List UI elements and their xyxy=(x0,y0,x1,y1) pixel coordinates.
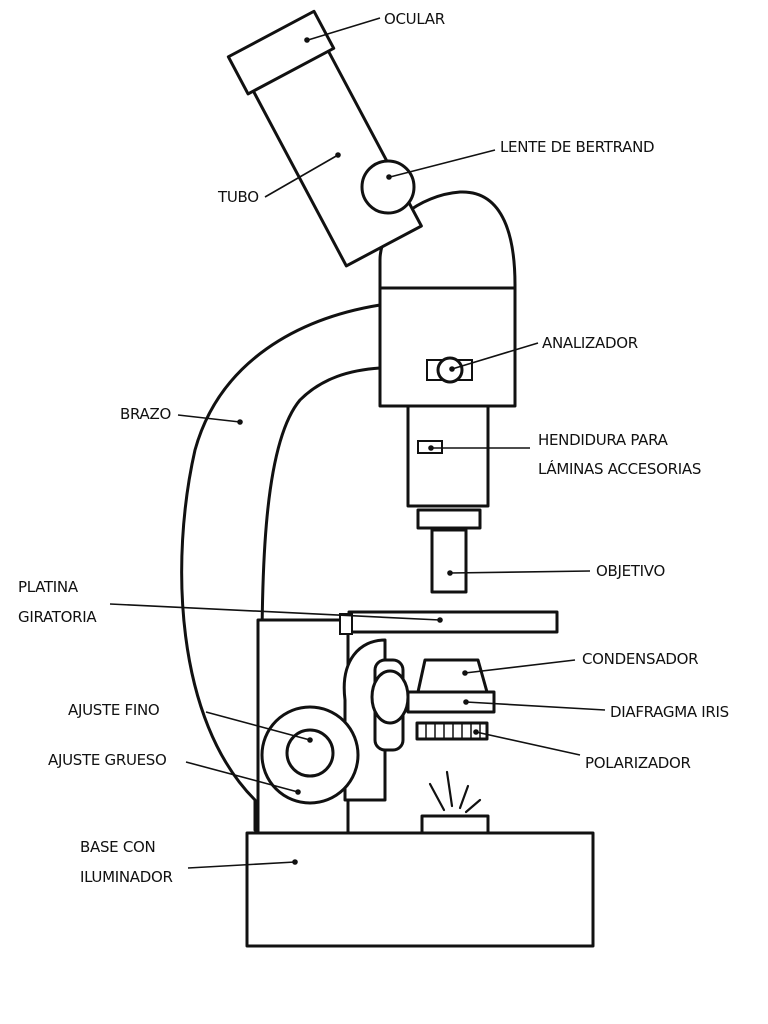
polarizer-ticks xyxy=(425,724,481,738)
condenser-knob xyxy=(370,669,410,725)
label-analizador: ANALIZADOR xyxy=(542,334,638,352)
condenser-shape xyxy=(416,658,489,694)
label-base-line1: BASE CON xyxy=(80,838,155,856)
eyepiece-shape xyxy=(226,9,336,96)
light-rays xyxy=(428,770,482,814)
label-base-line2: ILUMINADOR xyxy=(80,868,173,886)
tube-shape xyxy=(250,47,423,268)
label-polarizador: POLARIZADOR xyxy=(585,754,691,772)
stage-plate xyxy=(347,610,559,634)
objective-lens xyxy=(430,528,468,594)
label-ajuste-grueso: AJUSTE GRUESO xyxy=(48,751,167,769)
label-condensador: CONDENSADOR xyxy=(582,650,698,668)
label-objetivo: OBJETIVO xyxy=(596,562,665,580)
label-platina-line2: GIRATORIA xyxy=(18,608,97,626)
label-ajuste-fino: AJUSTE FINO xyxy=(68,701,159,719)
iris-diaphragm xyxy=(406,690,496,714)
arm-shape xyxy=(180,303,382,832)
lower-tube xyxy=(406,404,490,508)
fine-focus-knob xyxy=(285,728,335,778)
label-brazo: BRAZO xyxy=(120,405,171,423)
nosepiece-ring xyxy=(416,508,482,530)
bertrand-lens-circle xyxy=(360,159,416,215)
label-hendidura-line1: HENDIDURA PARA xyxy=(538,431,669,449)
labels: OCULAR LENTE DE BERTRAND TUBO ANALIZADOR… xyxy=(18,10,729,886)
illuminator-lamp xyxy=(420,814,490,836)
label-diafragma: DIAFRAGMA IRIS xyxy=(610,703,729,721)
label-ocular: OCULAR xyxy=(384,10,445,28)
stage-support xyxy=(339,613,353,635)
base-shape xyxy=(245,831,595,948)
head-box xyxy=(378,286,517,408)
leader-lines xyxy=(109,17,606,869)
label-hendidura-line2: LÁMINAS ACCESORIAS xyxy=(538,459,701,478)
label-tubo: TUBO xyxy=(217,188,259,206)
label-lente-bertrand: LENTE DE BERTRAND xyxy=(500,138,654,156)
label-platina-line1: PLATINA xyxy=(18,578,79,596)
microscope-drawing xyxy=(180,9,595,948)
